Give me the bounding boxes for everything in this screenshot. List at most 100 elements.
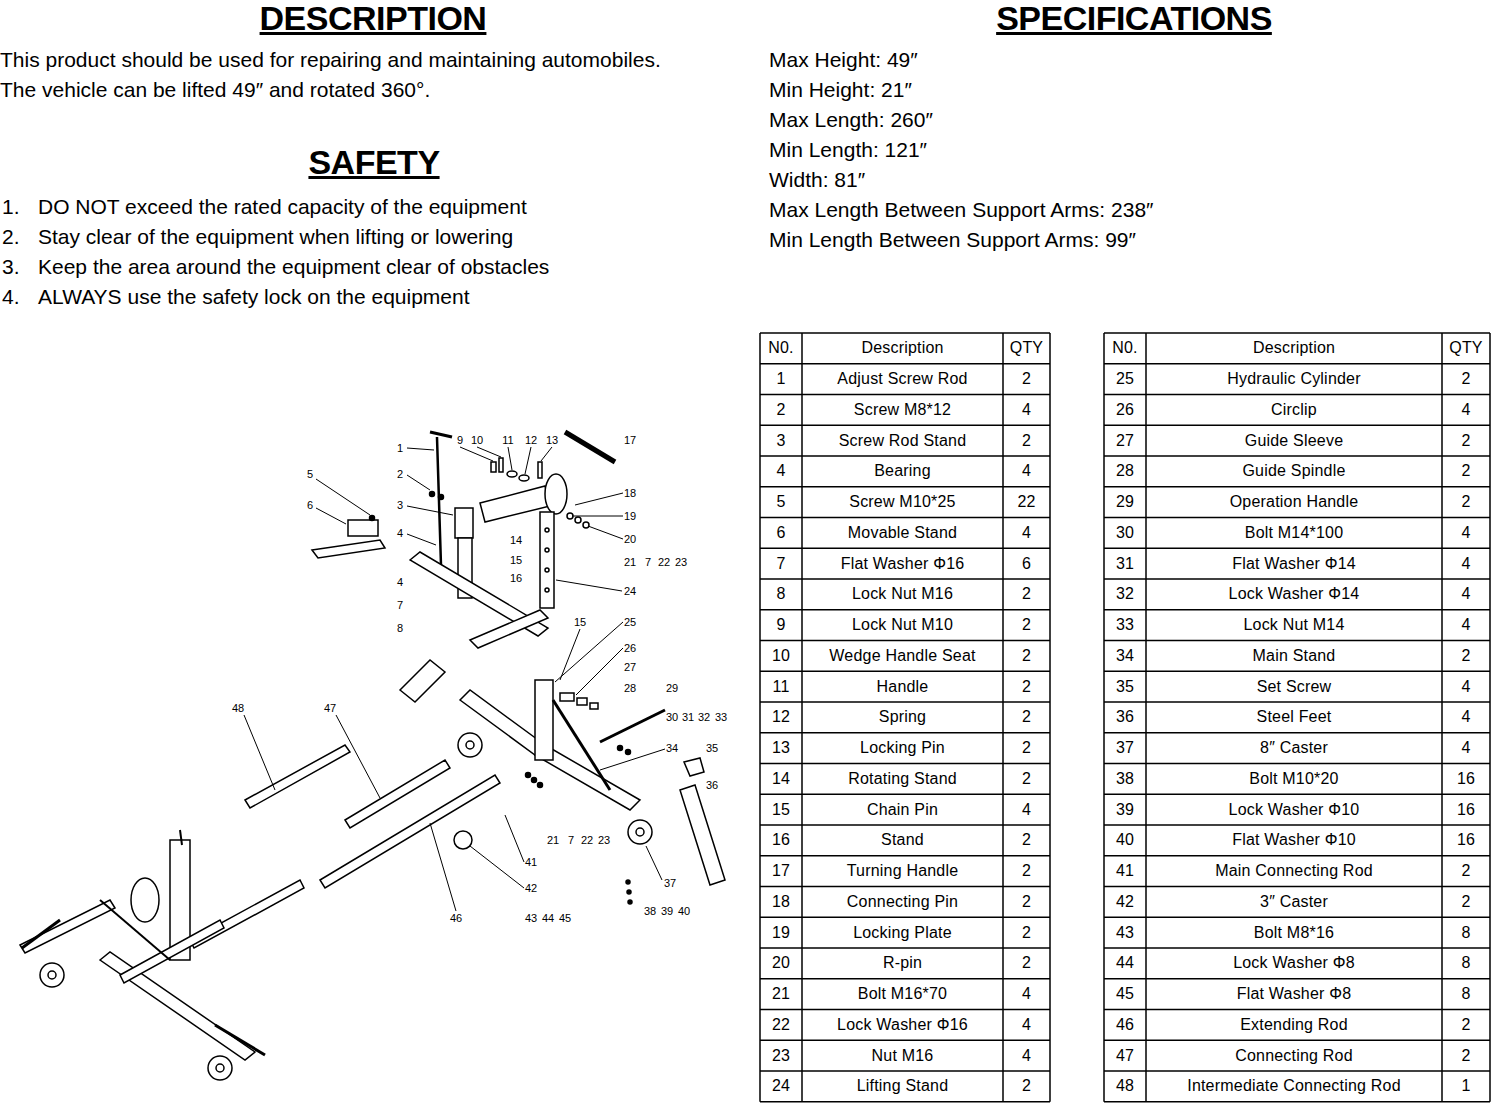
table-rule	[760, 732, 1050, 734]
table-cell: Wedge Handle Seat	[803, 642, 1002, 671]
table-cell: 1	[1443, 1072, 1489, 1101]
table-cell: 2	[1443, 365, 1489, 394]
table-header: N0.	[1105, 334, 1145, 363]
table-cell: 4	[1443, 580, 1489, 609]
table-rule	[760, 394, 1050, 396]
callout-number: 39	[661, 905, 673, 917]
description-text: This product should be used for repairin…	[0, 45, 690, 105]
table-cell: 45	[1105, 980, 1145, 1009]
table-cell: 3	[761, 426, 801, 455]
table-header: QTY	[1004, 334, 1049, 363]
table-cell: 17	[761, 857, 801, 886]
section-heading: SPECIFICATIONS	[884, 0, 1384, 36]
callout-number: 19	[624, 510, 636, 522]
table-cell: 48	[1105, 1072, 1145, 1101]
table-rule	[760, 455, 1050, 457]
table-header: Description	[1147, 334, 1441, 363]
table-cell: 2	[1443, 1011, 1489, 1040]
table-rule	[1441, 333, 1443, 1102]
table-rule	[760, 548, 1050, 550]
callout-number: 42	[525, 882, 537, 894]
table-cell: Connecting Pin	[803, 888, 1002, 917]
table-rule	[1104, 917, 1490, 919]
table-cell: 10	[761, 642, 801, 671]
callout-number: 4	[397, 527, 403, 539]
callout-number: 34	[666, 742, 678, 754]
table-cell: 8	[1443, 918, 1489, 947]
leader-lines	[244, 447, 665, 911]
table-rule	[1104, 855, 1490, 857]
table-cell: 2	[1004, 365, 1049, 394]
table-cell: Stand	[803, 826, 1002, 855]
table-rule	[760, 425, 1050, 427]
table-cell: Turning Handle	[803, 857, 1002, 886]
table-cell: 23	[761, 1041, 801, 1070]
spec-line: Min Height: 21″	[769, 75, 912, 105]
callout-number: 21	[624, 556, 636, 568]
callout-number: 32	[698, 711, 710, 723]
safety-item: Keep the area around the equipment clear…	[38, 252, 549, 282]
table-cell: 12	[761, 703, 801, 732]
table-cell: 47	[1105, 1041, 1145, 1070]
table-cell: Locking Plate	[803, 918, 1002, 947]
table-cell: Lock Nut M14	[1147, 611, 1441, 640]
table-cell: 2	[1004, 1072, 1049, 1101]
table-rule	[760, 1101, 1050, 1103]
table-cell: 33	[1105, 611, 1145, 640]
table-cell: 34	[1105, 642, 1145, 671]
table-rule	[1104, 978, 1490, 980]
table-rule	[1104, 732, 1490, 734]
table-cell: Flat Washer Φ8	[1147, 980, 1441, 1009]
table-cell: 31	[1105, 549, 1145, 578]
table-cell: 40	[1105, 826, 1145, 855]
callout-number: 37	[664, 877, 676, 889]
table-cell: Lock Washer Φ8	[1147, 949, 1441, 978]
table-cell: 1	[761, 365, 801, 394]
table-rule	[1104, 671, 1490, 673]
callout-number: 15	[510, 554, 522, 566]
table-cell: 16	[1443, 826, 1489, 855]
table-rule	[1104, 886, 1490, 888]
table-rule	[1104, 947, 1490, 949]
callout-number: 29	[666, 682, 678, 694]
table-cell: 24	[761, 1072, 801, 1101]
table-cell: Movable Stand	[803, 519, 1002, 548]
table-cell: 21	[761, 980, 801, 1009]
table-cell: 2	[1004, 888, 1049, 917]
section-heading: SAFETY	[124, 144, 624, 180]
callout-number: 33	[715, 711, 727, 723]
table-rule	[760, 917, 1050, 919]
table-rule	[1104, 455, 1490, 457]
table-cell: Bolt M8*16	[1147, 918, 1441, 947]
table-cell: 6	[761, 519, 801, 548]
list-number: 2.	[2, 222, 20, 252]
callout-number: 20	[624, 533, 636, 545]
table-cell: 4	[1443, 549, 1489, 578]
list-number: 4.	[2, 282, 20, 312]
table-rule	[1104, 363, 1490, 365]
table-cell: Lifting Stand	[803, 1072, 1002, 1101]
callout-number: 23	[598, 834, 610, 846]
table-cell: 38	[1105, 765, 1145, 794]
table-cell: 2	[1443, 457, 1489, 486]
table-cell: 16	[1443, 795, 1489, 824]
table-cell: Lock Nut M10	[803, 611, 1002, 640]
table-cell: Flat Washer Φ14	[1147, 549, 1441, 578]
callout-number: 31	[682, 711, 694, 723]
table-rule	[1104, 332, 1490, 334]
table-rule	[1104, 763, 1490, 765]
table-cell: 4	[761, 457, 801, 486]
callout-number: 36	[706, 779, 718, 791]
callout-number: 17	[624, 434, 636, 446]
table-cell: 25	[1105, 365, 1145, 394]
table-cell: Guide Sleeve	[1147, 426, 1441, 455]
callout-number: 5	[307, 468, 313, 480]
table-cell: 28	[1105, 457, 1145, 486]
table-cell: 2	[1443, 426, 1489, 455]
callout-number: 3	[397, 499, 403, 511]
table-cell: 4	[1443, 519, 1489, 548]
table-cell: 46	[1105, 1011, 1145, 1040]
table-rule	[1104, 1040, 1490, 1042]
table-rule	[1145, 333, 1147, 1102]
table-rule	[760, 671, 1050, 673]
